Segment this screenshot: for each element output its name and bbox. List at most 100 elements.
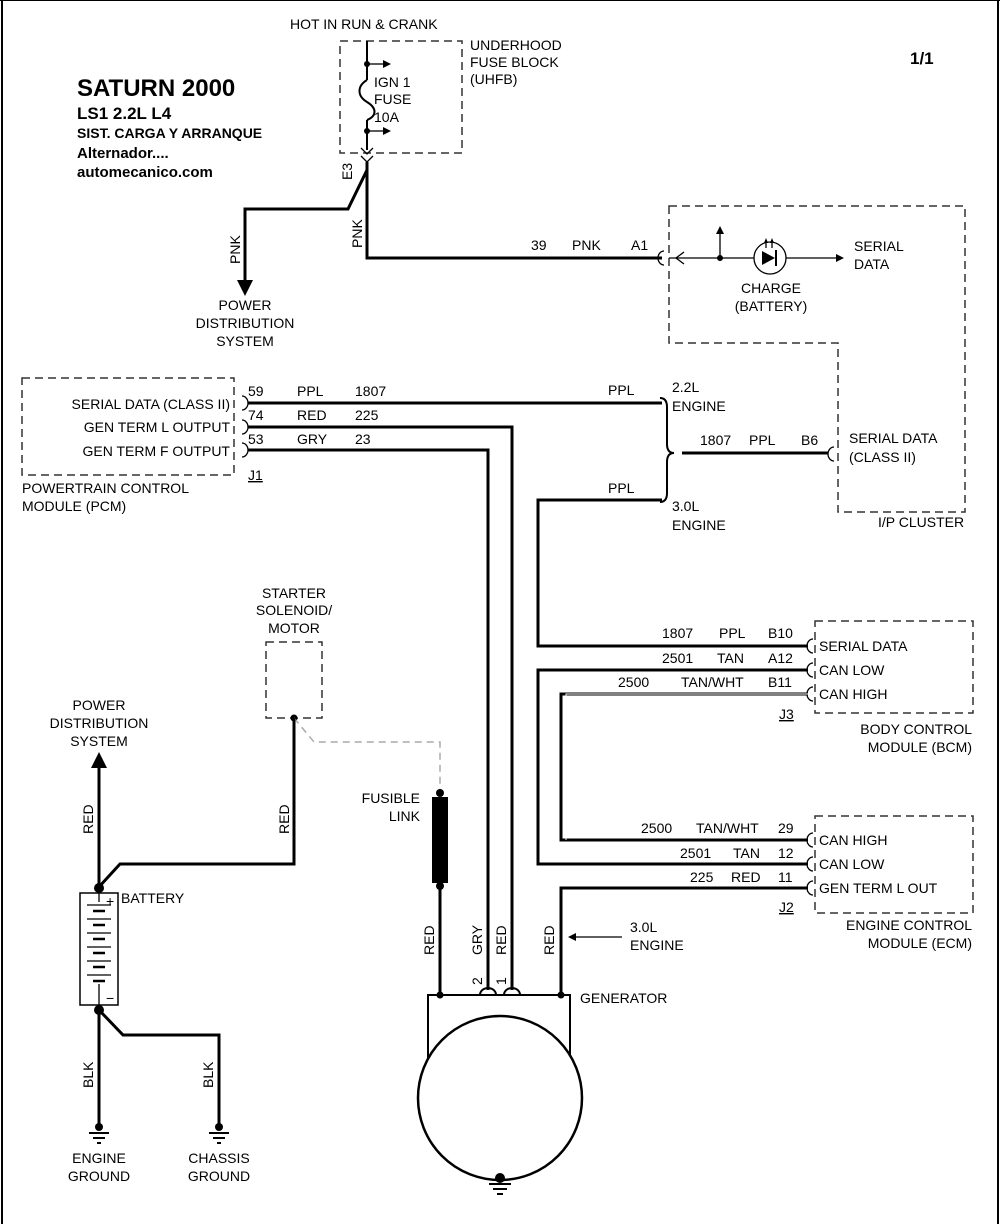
ppl-label-cluster: PPL [749,432,776,448]
starter-label-3: MOTOR [268,620,320,636]
bcm-name-2: MODULE (BCM) [868,739,972,755]
pcm-gen-term-f-label: GEN TERM F OUTPUT [82,443,230,459]
fuse-rating: 10A [374,109,400,125]
pnk-wire-to-cluster: PNK 39 PNK A1 [349,170,662,260]
pcm-pin-59: 59 [248,383,264,399]
pcm-gen-term-l-label: GEN TERM L OUTPUT [84,419,231,435]
ecm-name-1: ENGINE CONTROL [846,917,972,933]
ppl-label-30l: PPL [608,480,635,496]
fuse-block-label-1: UNDERHOOD [470,37,562,53]
pds-left-label-3: SYSTEM [70,733,128,749]
ppl-label-bcm: PPL [719,625,746,641]
fusible-link: FUSIBLE LINK RED [362,789,448,995]
fuse-symbol [358,79,376,121]
red-label-pcm: RED [297,407,327,423]
tan-label-ecm: TAN [733,845,760,861]
fuse-pin-e3: E3 [339,163,355,180]
blk-label-chassis: BLK [200,1061,216,1088]
tanwht-label-ecm: TAN/WHT [696,820,759,836]
pnk-wire-to-pds: PNK POWER DISTRIBUTION SYSTEM [196,162,369,349]
pnk-label-vertical: PNK [349,219,365,248]
generator-body [416,1014,584,1182]
starter-label-2: SOLENOID/ [256,602,332,618]
generator-note-2: ENGINE [630,937,684,953]
circuit-1807-cluster: 1807 [700,432,731,448]
bcm-connector-j3: J3 [779,706,794,722]
pcm-pin-74: 74 [248,407,264,423]
gry-label-pcm: GRY [297,431,328,447]
engine-30l-label-2: ENGINE [672,517,726,533]
serial-data-out-label-1: SERIAL [854,238,904,254]
cluster-pin-a1: A1 [631,237,648,253]
fusible-link-label-1: FUSIBLE [362,790,420,806]
cluster-pin-b6: B6 [801,432,818,448]
circuit-225-ecm: 225 [690,869,714,885]
generator-pin-2: 2 [469,977,485,985]
hot-in-run-crank-label: HOT IN RUN & CRANK [290,16,438,32]
ecm-pin-29: 29 [778,820,794,836]
pcm-pin-53: 53 [248,431,264,447]
pcm-connector-j1: J1 [248,467,263,483]
circuit-2500-bcm: 2500 [618,674,649,690]
starter-label-1: STARTER [262,585,326,601]
pds-top-label-3: SYSTEM [216,333,274,349]
starter-solenoid-motor: STARTER SOLENOID/ MOTOR RED [96,585,441,890]
ecm-name-2: MODULE (ECM) [868,935,972,951]
tanwht-label-bcm: TAN/WHT [681,674,744,690]
fuse-block-label-3: (UHFB) [470,71,517,87]
ppl-label-22l: PPL [608,382,635,398]
red-label-ecm: RED [731,869,761,885]
red-label-battery: RED [80,804,96,834]
pds-top-label-2: DISTRIBUTION [196,315,295,331]
fusible-link-label-2: LINK [389,808,421,824]
bcm-can-high-label: CAN HIGH [819,686,887,702]
ppl-label-pcm: PPL [297,383,324,399]
system-name: SIST. CARGA Y ARRANQUE [77,125,262,141]
website: automecanico.com [77,164,213,181]
red-label-starter: RED [276,804,292,834]
pcm-module: SERIAL DATA (CLASS II) GEN TERM L OUTPUT… [21,377,264,514]
chassis-ground-label-2: GROUND [188,1168,250,1184]
pds-top-label-1: POWER [219,297,272,313]
pcm-name-2: MODULE (PCM) [22,498,126,514]
ip-cluster-label: I/P CLUSTER [878,514,964,530]
circuit-39: 39 [531,237,547,253]
gry-label-generator: GRY [469,924,485,955]
underhood-fuse-block: HOT IN RUN & CRANK UNDERHOOD FUSE BLOCK … [290,16,562,180]
engine-ground-label-1: ENGINE [72,1150,126,1166]
red-label-fusible: RED [421,925,437,955]
subtitle: Alternador.... [77,145,169,162]
fuse-block-label-2: FUSE BLOCK [470,54,559,70]
blk-label-engine: BLK [80,1061,96,1088]
bcm-pin-b11: B11 [768,674,792,690]
battery-minus: − [106,990,114,1006]
pcm-name-1: POWERTRAIN CONTROL [22,480,189,496]
circuit-2501-bcm: 2501 [662,650,693,666]
pnk-label-left: PNK [227,235,243,264]
header: SATURN 2000 LS1 2.2L L4 SIST. CARGA Y AR… [77,49,934,181]
ecm-module: CAN HIGH CAN LOW GEN TERM L OUT J2 ENGIN… [559,815,974,995]
ecm-pin-12: 12 [778,845,794,861]
ecm-connector-j2: J2 [779,899,794,915]
engine-ground-label-2: GROUND [68,1168,130,1184]
cluster-serial-in-label-1: SERIAL DATA [849,430,938,446]
ecm-gen-term-l-label: GEN TERM L OUT [819,880,938,896]
bcm-can-low-label: CAN LOW [819,662,885,678]
bcm-pin-a12: A12 [768,650,793,666]
circuit-2500-ecm: 2500 [641,820,672,836]
serial-data-out-label-2: DATA [854,256,890,272]
chassis-ground-label-1: CHASSIS [188,1150,249,1166]
bcm-serial-data-label: SERIAL DATA [819,638,908,654]
page-number: 1/1 [910,49,934,68]
generator: GENERATOR [416,987,667,1195]
tan-label-bcm: TAN [717,650,744,666]
circuit-225-pcm: 225 [355,407,379,423]
charge-lamp-label-2: (BATTERY) [735,298,808,314]
ip-cluster: SERIAL DATA CHARGE (BATTERY) SERIAL DATA… [657,205,966,530]
pds-left-label-2: DISTRIBUTION [50,715,149,731]
generator-note-1: 3.0L [630,919,657,935]
engine-info: LS1 2.2L L4 [77,104,172,123]
engine-30l-label-1: 3.0L [672,498,699,514]
ecm-pin-11: 11 [778,869,793,885]
can-bus-wires [536,668,808,866]
